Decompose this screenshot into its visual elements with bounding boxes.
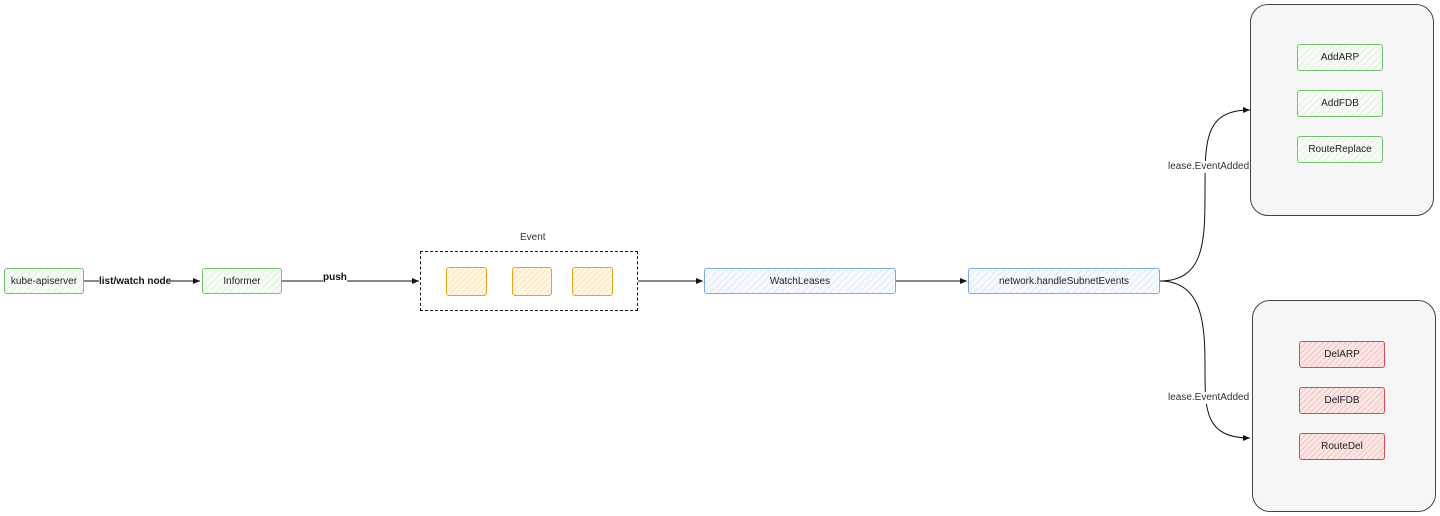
push-label: push [323,272,347,284]
event-item [572,267,613,296]
added-actions-group: AddARP AddFDB RouteReplace [1250,4,1434,216]
event-added-label-bottom: lease.EventAdded [1168,392,1250,404]
kube-apiserver-node: kube-apiserver [4,268,84,294]
event-queue-title: Event [520,232,546,244]
edge-handler-to-added-group [1159,107,1251,282]
watch-leases-node: WatchLeases [704,268,896,294]
del-fdb-node: DelFDB [1299,387,1385,414]
event-added-label-top: lease.EventAdded [1168,161,1250,173]
edge-handler-to-removed-group [1159,280,1251,441]
removed-actions-group: DelARP DelFDB RouteDel [1252,300,1436,512]
event-item [446,267,487,296]
list-watch-label: list/watch node [99,276,172,288]
route-del-node: RouteDel [1299,433,1385,460]
add-fdb-node: AddFDB [1297,90,1383,117]
add-arp-node: AddARP [1297,44,1383,71]
del-arp-node: DelARP [1299,341,1385,368]
handle-subnet-events-node: network.handleSubnetEvents [968,268,1160,294]
route-replace-node: RouteReplace [1297,136,1383,163]
event-item [512,267,552,296]
informer-node: Informer [202,268,282,294]
event-queue [420,251,638,311]
